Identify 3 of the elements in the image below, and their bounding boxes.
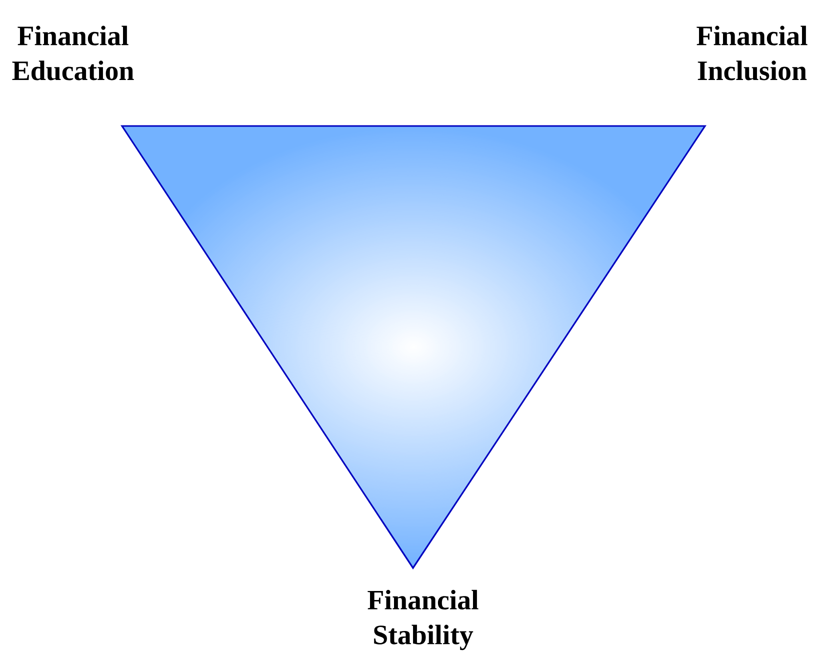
corner-label: Financial Education [12,26,134,80]
corner-label: Financial Inclusion [696,26,808,80]
corner-label: Financial Stability [368,590,478,650]
